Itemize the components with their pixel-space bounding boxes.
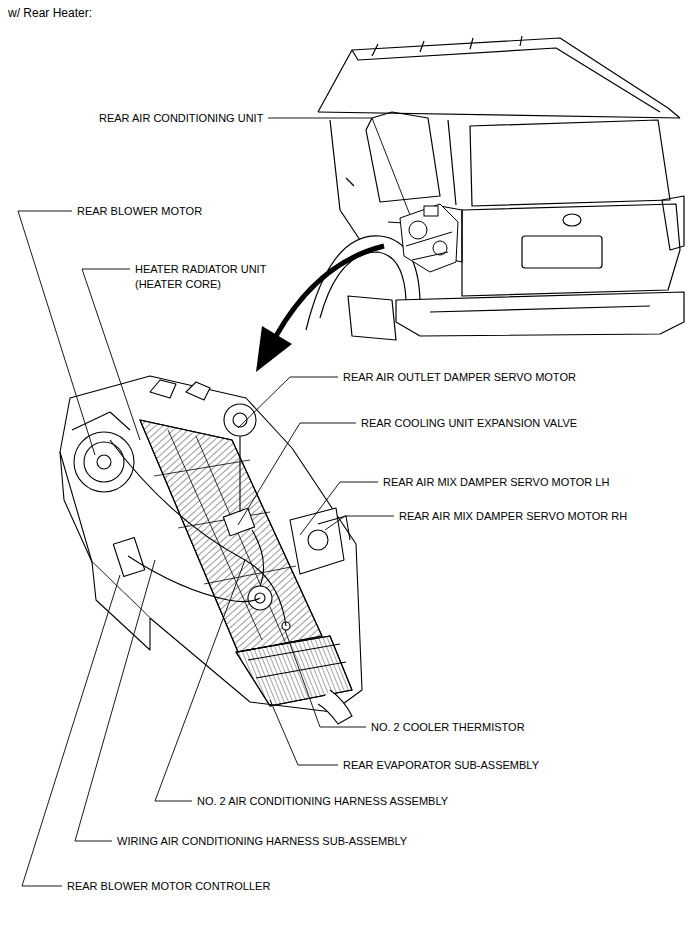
part-label: REAR COOLING UNIT EXPANSION VALVE [361,417,577,430]
part-label: REAR BLOWER MOTOR [77,205,202,218]
part-label: NO. 2 COOLER THERMISTOR [371,721,525,734]
unit-thumbnail [400,204,458,272]
part-label: REAR AIR MIX DAMPER SERVO MOTOR LH [383,476,609,489]
part-label: REAR AIR MIX DAMPER SERVO MOTOR RH [399,510,627,523]
part-label: REAR BLOWER MOTOR CONTROLLER [67,880,270,893]
leader-lines [18,118,410,886]
view-arrow [276,246,384,336]
part-label: WIRING AIR CONDITIONING HARNESS SUB-ASSE… [117,835,407,848]
vehicle-outline [306,36,684,340]
part-label: REAR EVAPORATOR SUB-ASSEMBLY [343,759,539,772]
ac-unit-illustration [60,376,362,724]
arrowhead [256,326,292,372]
part-label: REAR AIR OUTLET DAMPER SERVO MOTOR [343,371,576,384]
part-label: REAR AIR CONDITIONING UNIT [99,112,263,125]
part-label: HEATER RADIATOR UNIT (HEATER CORE) [135,262,295,292]
heading: w/ Rear Heater: [8,6,92,20]
part-label: NO. 2 AIR CONDITIONING HARNESS ASSEMBLY [197,795,448,808]
